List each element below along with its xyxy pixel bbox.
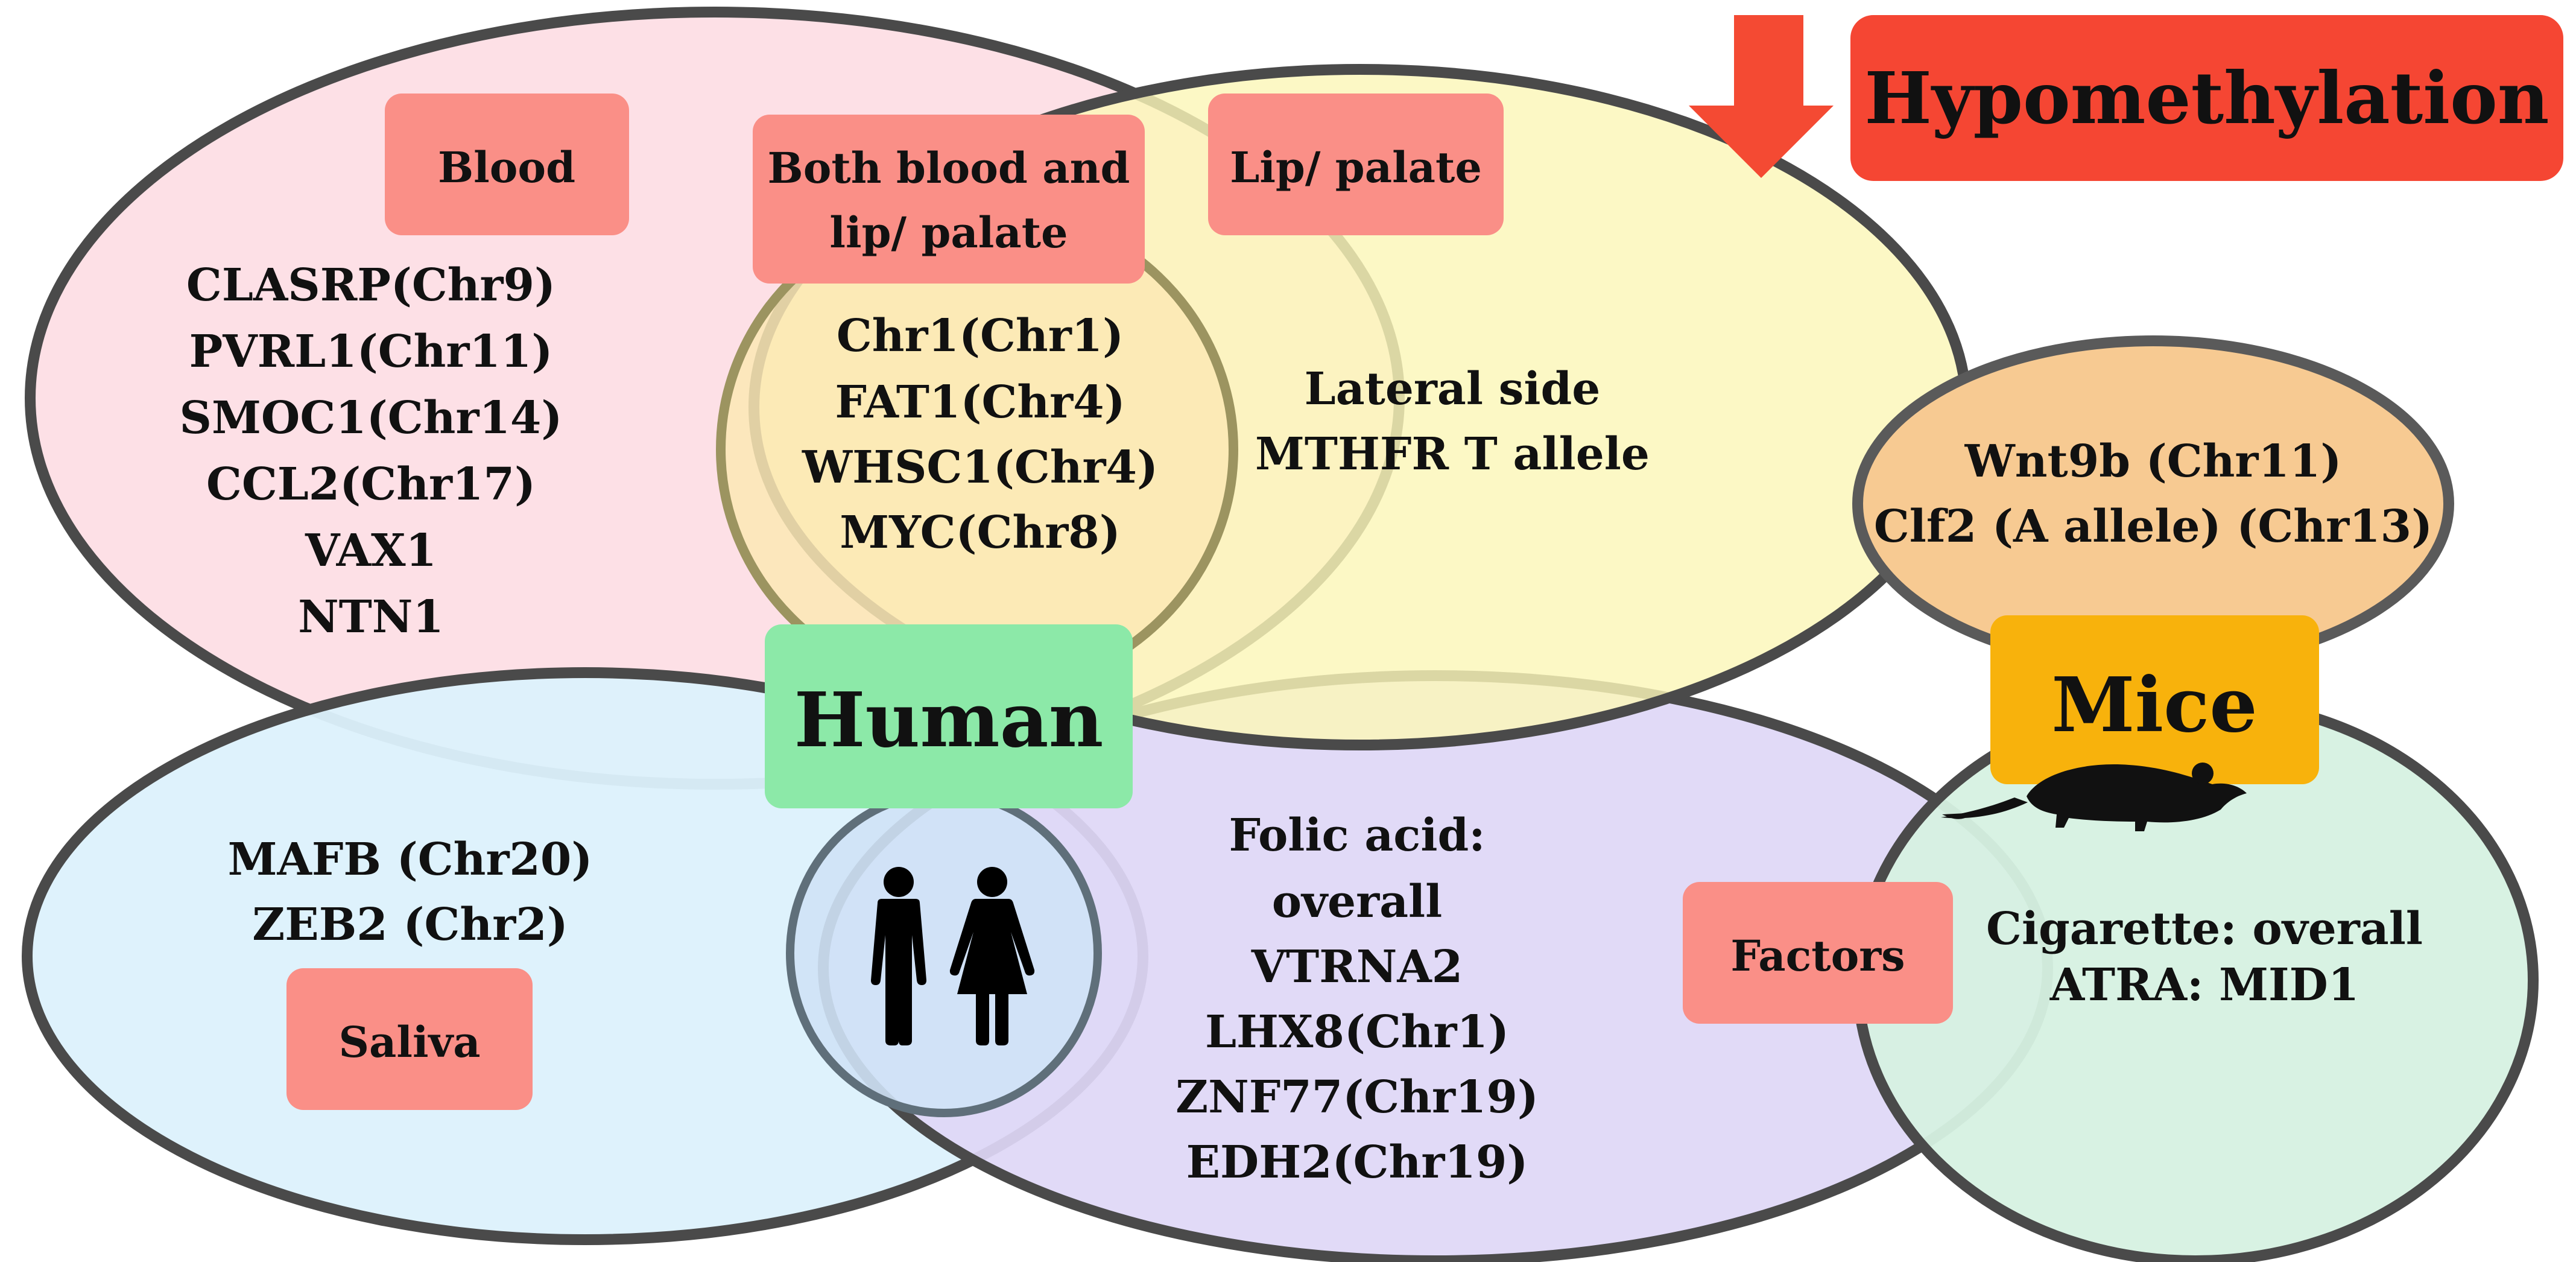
mice-title-box: Mice xyxy=(1990,615,2319,784)
gene-item: Cigarette: overall xyxy=(1986,903,2423,955)
gene-item: MTHFR T allele xyxy=(1255,428,1650,480)
gene-item: Folic acid: xyxy=(1229,810,1485,861)
mouse-icon xyxy=(1941,763,2247,831)
human-title-box: Human xyxy=(765,624,1133,808)
man-body xyxy=(871,899,926,1045)
hypomethylation-badge xyxy=(1850,15,2563,181)
hypomethylation-label: Hypomethylation xyxy=(1864,56,2549,140)
factors-gene-list: Folic acid: overall VTRNA2 LHX8(Chr1) ZN… xyxy=(1176,810,1539,1188)
both-label-box: Both blood and lip/ palate xyxy=(753,115,1145,284)
gene-item: VTRNA2 xyxy=(1251,941,1463,993)
mice-title: Mice xyxy=(2051,661,2258,749)
gene-item: CLASRP(Chr9) xyxy=(186,259,555,311)
gene-item: EDH2(Chr19) xyxy=(1186,1137,1528,1188)
both-gene-list: Chr1(Chr1) FAT1(Chr4) WHSC1(Chr4) MYC(Ch… xyxy=(802,310,1158,559)
gene-item: PVRL1(Chr11) xyxy=(189,326,553,378)
both-label-line1: Both blood and xyxy=(768,143,1130,193)
saliva-label-box: Saliva xyxy=(286,968,533,1110)
gene-item: MYC(Chr8) xyxy=(840,507,1121,559)
lip-palate-label-box: Lip/ palate xyxy=(1208,94,1504,235)
human-icon-ellipse xyxy=(786,789,1102,1117)
gene-item: NTN1 xyxy=(298,591,444,643)
gene-item: SMOC1(Chr14) xyxy=(180,392,563,444)
woman-body xyxy=(949,899,1035,1045)
factors-label: Factors xyxy=(1730,931,1905,981)
gene-item: Wnt9b (Chr11) xyxy=(1964,436,2342,487)
both-label-line2: lip/ palate xyxy=(829,208,1068,258)
saliva-gene-list: MAFB (Chr20) ZEB2 (Chr2) xyxy=(228,834,593,951)
gene-item: Chr1(Chr1) xyxy=(837,310,1124,362)
blood-label: Blood xyxy=(438,142,575,192)
lip-palate-gene-list: Lateral side MTHFR T allele xyxy=(1255,363,1650,480)
gene-item: WHSC1(Chr4) xyxy=(802,442,1158,493)
lip-palate-label: Lip/ palate xyxy=(1230,142,1482,192)
mice-gene-list: Wnt9b (Chr11) Clf2 (A allele) (Chr13) xyxy=(1874,436,2432,553)
blood-gene-list: CLASRP(Chr9) PVRL1(Chr11) SMOC1(Chr14) C… xyxy=(180,259,563,643)
gene-item: CCL2(Chr17) xyxy=(206,458,536,510)
man-head xyxy=(884,867,914,897)
gene-item: Lateral side xyxy=(1305,363,1601,415)
human-title: Human xyxy=(794,676,1103,764)
gene-item: ZEB2 (Chr2) xyxy=(252,899,568,951)
legend: Hypomethylation xyxy=(1689,15,2563,181)
gene-item: overall xyxy=(1272,876,1443,928)
factors-label-box: Factors xyxy=(1683,882,1953,1024)
gene-item: MAFB (Chr20) xyxy=(228,834,593,886)
down-arrow-icon xyxy=(1689,15,1834,178)
saliva-label: Saliva xyxy=(338,1017,480,1067)
gene-item: FAT1(Chr4) xyxy=(835,376,1125,428)
gene-item: ZNF77(Chr19) xyxy=(1176,1071,1539,1123)
gene-item: Clf2 (A allele) (Chr13) xyxy=(1874,501,2432,553)
man-woman-icon xyxy=(871,867,1035,1045)
gene-item: LHX8(Chr1) xyxy=(1205,1006,1509,1058)
gene-item: ATRA: MID1 xyxy=(2049,959,2359,1011)
blood-label-box: Blood xyxy=(385,94,629,235)
gene-item: VAX1 xyxy=(305,525,437,577)
woman-head xyxy=(977,867,1007,897)
mice-factors-list: Cigarette: overall ATRA: MID1 xyxy=(1986,903,2423,1011)
